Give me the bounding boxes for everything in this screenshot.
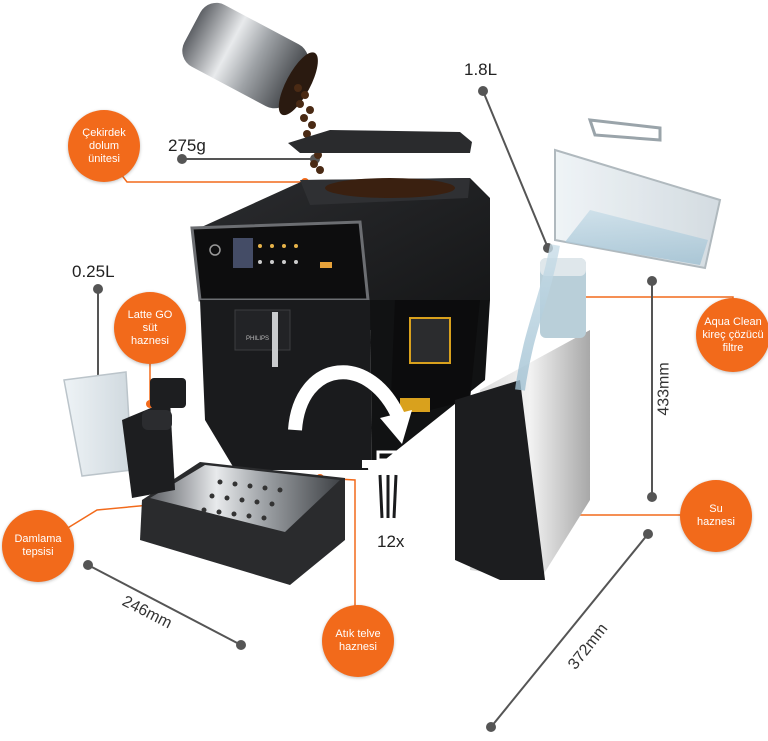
waste-bin-icon xyxy=(362,450,414,525)
milk-capacity-label: 0.25L xyxy=(72,262,115,281)
milk-carafe-icon xyxy=(63,371,186,498)
water-capacity-label: 1.8L xyxy=(464,60,498,79)
bean-scoop-icon xyxy=(182,2,324,174)
water-jug-icon xyxy=(554,118,722,270)
coffee-machine-icon: PHILIPS xyxy=(190,178,490,470)
brand-logo-text: PHILIPS xyxy=(246,336,269,342)
height-dimension-label: 433mm xyxy=(655,362,673,416)
curved-arrow-icon xyxy=(288,365,407,431)
bean-capacity-label: 275g xyxy=(168,136,206,155)
drip-tray-icon xyxy=(140,462,345,585)
measure-lines xyxy=(87,90,653,728)
water-stream xyxy=(515,244,560,391)
water-tank-icon xyxy=(455,330,590,580)
bean-lid xyxy=(288,130,472,153)
grounds-count-label: 12x xyxy=(377,532,405,551)
